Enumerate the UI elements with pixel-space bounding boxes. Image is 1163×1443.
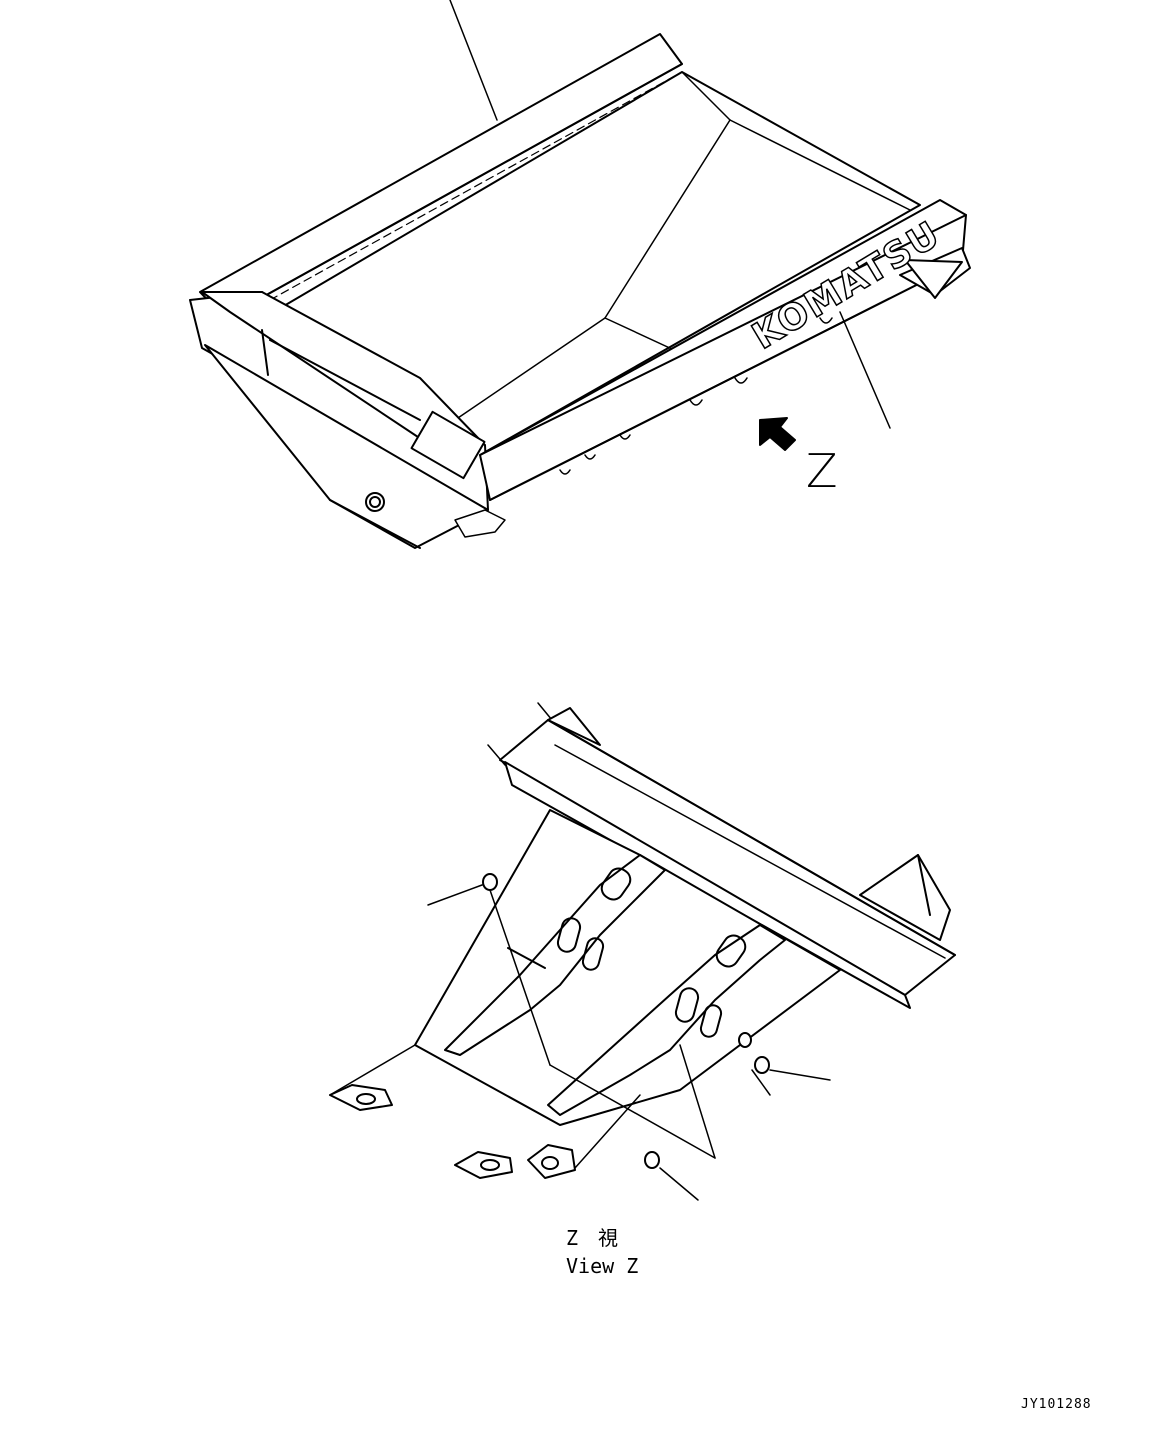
view-marker-label: Z — [806, 444, 838, 498]
hole-icon — [366, 493, 384, 511]
view-arrow-icon — [760, 418, 795, 450]
mount-pads — [330, 1085, 575, 1178]
bolt-icon — [483, 874, 769, 1168]
view-z-drawing — [330, 703, 955, 1200]
body-underside — [205, 345, 488, 548]
hinge-bracket-right — [548, 925, 785, 1115]
drawing-number: JY101288 — [1021, 1397, 1092, 1412]
caption-japanese: Z 視 — [566, 1226, 619, 1250]
caption-english: View Z — [566, 1254, 639, 1278]
leader-line-top — [450, 0, 497, 120]
hinge-bracket-left — [445, 855, 665, 1055]
rear-bracket — [860, 855, 950, 940]
leader-line-right — [840, 312, 890, 428]
dump-body-drawing — [190, 0, 970, 548]
